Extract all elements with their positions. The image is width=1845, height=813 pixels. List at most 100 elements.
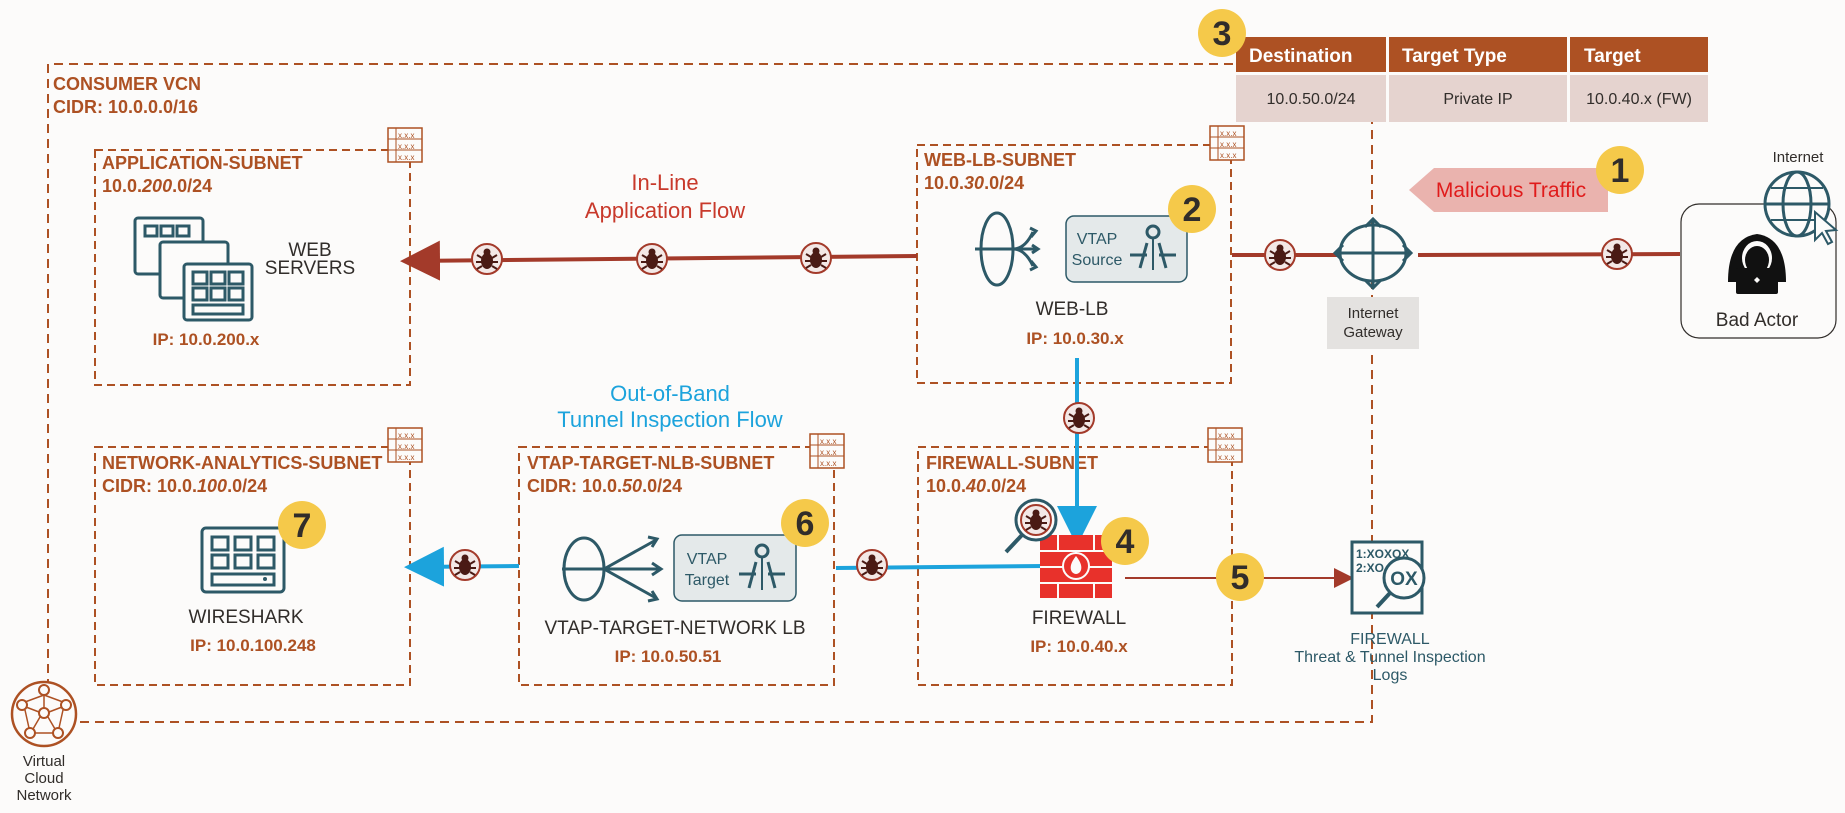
vtap-target-box: VTAP Target xyxy=(673,534,797,602)
logs-icon: 1:XOXOX 2:XO OX xyxy=(1350,540,1426,615)
oob-flow-label-line2: Tunnel Inspection Flow xyxy=(557,407,783,432)
route-table-header-target-type: Target Type xyxy=(1402,46,1507,67)
internet-gateway-line1: Internet xyxy=(1348,305,1400,322)
vtap-source-box: VTAP Source xyxy=(1065,215,1188,283)
svg-text:x.x.x: x.x.x xyxy=(1218,453,1234,462)
logs-label-line3: Logs xyxy=(1373,667,1408,684)
route-table-header-target: Target xyxy=(1584,46,1641,67)
badge-4: 4 xyxy=(1101,517,1149,565)
hacker-icon xyxy=(1728,234,1786,294)
svg-text:x.x.x: x.x.x xyxy=(398,142,414,151)
svg-text:x.x.x: x.x.x xyxy=(1218,431,1234,440)
logs-label-line2: Threat & Tunnel Inspection xyxy=(1294,649,1485,666)
bug-icon xyxy=(449,549,481,581)
firewall-subnet-cidr: 10.0.40.0/24 xyxy=(926,476,1026,496)
logs-label-line1: FIREWALL xyxy=(1350,631,1430,648)
route-table-cell-target-type: Private IP xyxy=(1443,91,1512,108)
vtap-icon xyxy=(739,543,785,590)
vcn-icon-line1: Virtual xyxy=(23,753,65,770)
badge-2: 2 xyxy=(1168,185,1216,233)
badge-5: 5 xyxy=(1216,553,1264,601)
svg-text:x.x.x: x.x.x xyxy=(820,437,836,446)
firewall-icon xyxy=(1040,535,1112,598)
network-analytics-subnet-name: NETWORK-ANALYTICS-SUBNET xyxy=(102,453,382,473)
route-table-cell-destination-bg xyxy=(1236,75,1386,122)
badge-1: 1 xyxy=(1596,146,1644,194)
bug-icon xyxy=(1601,238,1633,270)
svg-text:x.x.x: x.x.x xyxy=(820,448,836,457)
svg-text:2: 2 xyxy=(1183,191,1202,229)
svg-text:4: 4 xyxy=(1116,523,1135,561)
route-table-cell-destination: 10.0.50.0/24 xyxy=(1267,91,1356,108)
consumer-vcn-boundary xyxy=(47,63,1373,723)
wireshark-label: WIRESHARK xyxy=(188,607,303,628)
web-lb-label: WEB-LB xyxy=(1036,299,1109,320)
network-analytics-subnet-cidr: CIDR: 10.0.100.0/24 xyxy=(102,476,267,496)
vtap-source-line1: VTAP xyxy=(1077,231,1118,248)
svg-text:x.x.x: x.x.x xyxy=(1218,442,1234,451)
vtap-target-line1: VTAP xyxy=(687,551,728,568)
malicious-traffic-label: Malicious Traffic xyxy=(1436,179,1586,202)
vtap-target-nlb-subnet-name: VTAP-TARGET-NLB-SUBNET xyxy=(527,453,774,473)
svg-text:x.x.x: x.x.x xyxy=(398,453,414,462)
bug-icon xyxy=(1020,504,1052,536)
vtap-icon xyxy=(1130,224,1176,270)
load-balancer-icon xyxy=(562,535,664,603)
logs-code-2: 2:XO xyxy=(1356,561,1384,575)
svg-text:3: 3 xyxy=(1213,15,1232,53)
application-subnet: APPLICATION-SUBNET 10.0.200.0/24 xyxy=(94,127,423,386)
web-servers-ip: IP: 10.0.200.x xyxy=(153,330,260,349)
route-table-header-target-bg xyxy=(1570,37,1708,72)
wireshark-ip: IP: 10.0.100.248 xyxy=(190,636,316,655)
bug-icon xyxy=(1063,402,1095,434)
firewall-label: FIREWALL xyxy=(1032,608,1126,629)
route-table-icon-labels: x.x.x x.x.x x.x.x x.x.x x.x.x x.x.x x.x.… xyxy=(398,129,1236,468)
server-icon xyxy=(200,526,286,594)
oob-flow-label-line1: Out-of-Band xyxy=(610,381,730,406)
web-lb-subnet: WEB-LB-SUBNET 10.0.30.0/24 xyxy=(916,125,1245,384)
logs-magnifier-text: OX xyxy=(1390,569,1418,590)
badge-7: 7 xyxy=(278,501,326,549)
bad-actor-label: Bad Actor xyxy=(1716,310,1799,331)
route-table-header-destination: Destination xyxy=(1249,46,1352,67)
svg-text:x.x.x: x.x.x xyxy=(1220,140,1236,149)
route-table: Destination Target Type Target 10.0.50.0… xyxy=(1236,37,1708,122)
badge-3: 3 xyxy=(1198,9,1246,57)
inline-flow-label-line1: In-Line xyxy=(631,170,698,195)
inline-flow-label-line2: Application Flow xyxy=(585,198,745,223)
web-lb-ip: IP: 10.0.30.x xyxy=(1026,329,1124,348)
vtap-source-line2: Source xyxy=(1072,252,1123,269)
bad-actor-box: Bad Actor xyxy=(1680,203,1837,339)
vcn-name: CONSUMER VCN xyxy=(53,74,201,94)
svg-text:x.x.x: x.x.x xyxy=(398,131,414,140)
internet-gateway-icon xyxy=(1332,216,1414,291)
svg-text:x.x.x: x.x.x xyxy=(398,431,414,440)
vcn-icon-line3: Network xyxy=(16,787,72,804)
firewall-subnet-name: FIREWALL-SUBNET xyxy=(926,453,1098,473)
web-servers-label-2: SERVERS xyxy=(265,258,355,279)
route-table-cell-target-type-bg xyxy=(1389,75,1567,122)
bug-icon xyxy=(856,549,888,581)
load-balancer-icon xyxy=(975,211,1041,287)
web-servers-icon xyxy=(133,216,254,322)
application-subnet-name: APPLICATION-SUBNET xyxy=(102,153,303,173)
magnifier-bug-icon xyxy=(1004,498,1058,554)
svg-text:x.x.x: x.x.x xyxy=(1220,151,1236,160)
svg-text:x.x.x: x.x.x xyxy=(398,153,414,162)
svg-text:6: 6 xyxy=(796,505,815,543)
internet-gateway-label-bg xyxy=(1327,297,1419,349)
svg-text:x.x.x: x.x.x xyxy=(820,459,836,468)
svg-text:1: 1 xyxy=(1611,152,1630,190)
route-table-cell-target: 10.0.40.x (FW) xyxy=(1586,91,1692,108)
network-analytics-subnet: NETWORK-ANALYTICS-SUBNET CIDR: 10.0.100.… xyxy=(94,427,423,686)
vtap-target-nlb-label: VTAP-TARGET-NETWORK LB xyxy=(544,618,805,639)
internet-gateway-line2: Gateway xyxy=(1343,324,1403,341)
bug-icon xyxy=(471,243,503,275)
route-table-cell-target-bg xyxy=(1570,75,1708,122)
vtap-target-line2: Target xyxy=(685,572,730,589)
vtap-target-nlb-subnet-cidr: CIDR: 10.0.50.0/24 xyxy=(527,476,682,496)
svg-text:x.x.x: x.x.x xyxy=(1220,129,1236,138)
svg-text:7: 7 xyxy=(293,507,312,545)
firewall-ip: IP: 10.0.40.x xyxy=(1030,637,1128,656)
application-subnet-cidr: 10.0.200.0/24 xyxy=(102,176,212,196)
